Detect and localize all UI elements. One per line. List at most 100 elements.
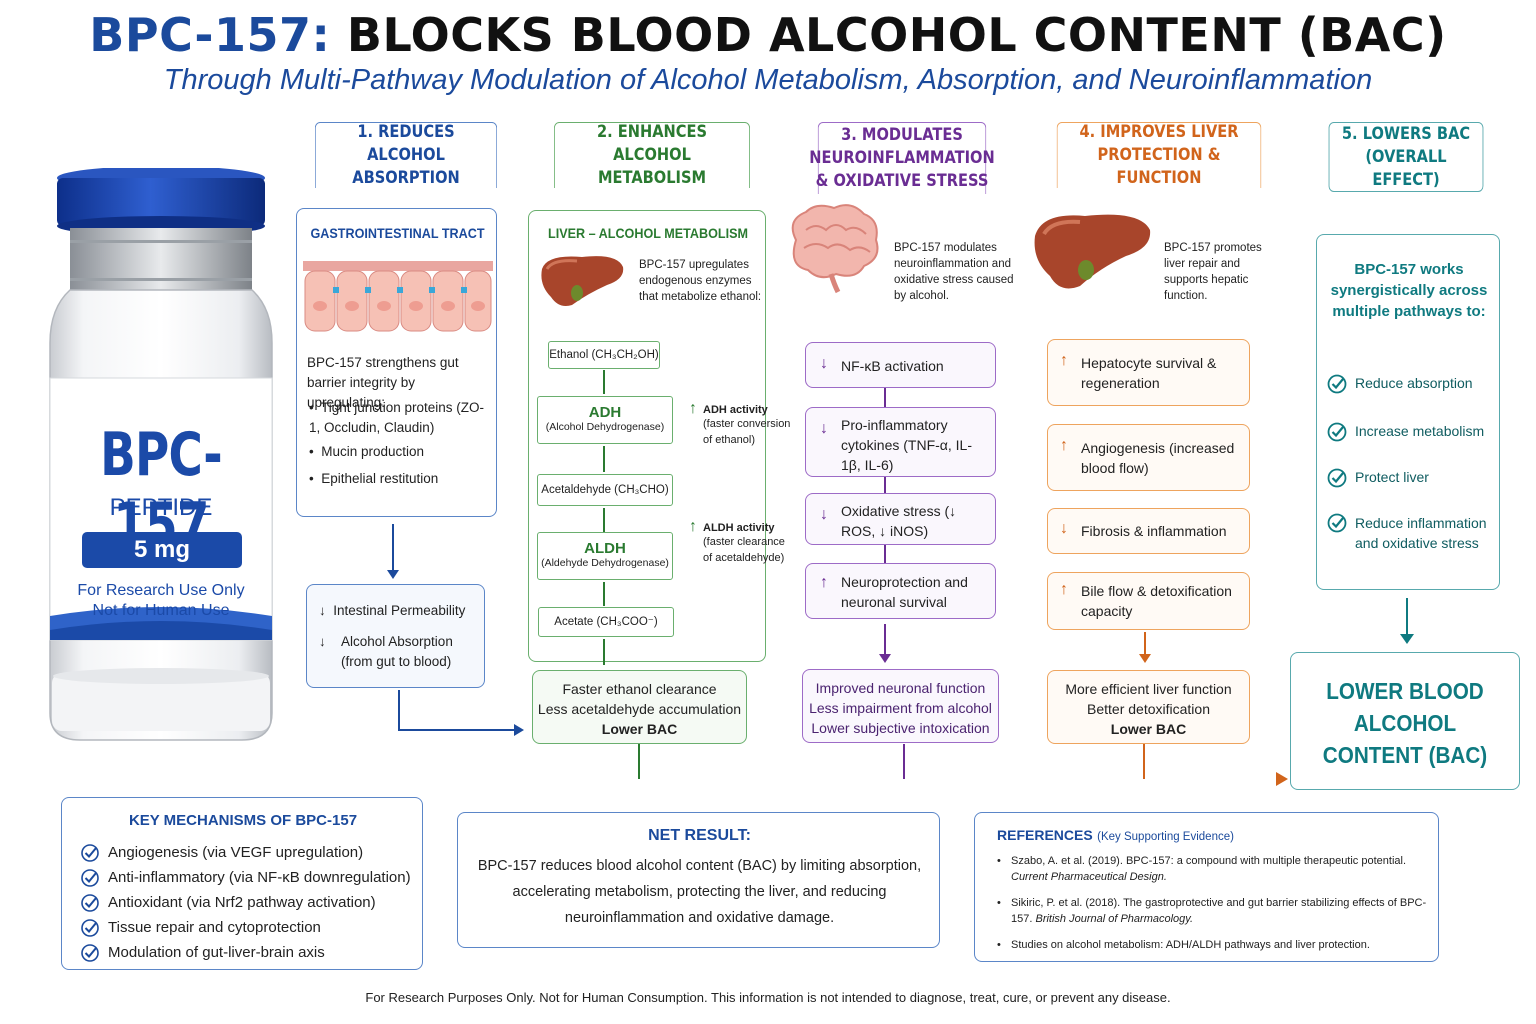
page-subtitle: Through Multi-Pathway Modulation of Alco…: [163, 64, 1373, 96]
col4-header: 4. IMPROVES LIVER PROTECTION & FUNCTION: [1056, 122, 1262, 188]
vial-line2: Not for Human Use: [92, 602, 230, 619]
adh-label: ADH: [588, 404, 622, 421]
footer-disclaimer: For Research Purposes Only. Not for Huma…: [365, 990, 1171, 1005]
liver-intro: BPC-157 upregulates endogenous enzymes t…: [639, 259, 762, 303]
net-result-box: NET RESULT: BPC-157 reduces blood alcoho…: [457, 812, 940, 948]
gi-bullet-1: • Tight junction proteins (ZO-1, Occludi…: [309, 400, 485, 435]
liver-item-3: ↓ Fibrosis & inflammation: [1047, 508, 1250, 554]
aldh-label: ALDH: [584, 540, 626, 557]
references-title: REFERENCES (Key Supporting Evidence): [997, 827, 1234, 843]
vial-dose: 5 mg: [82, 532, 242, 568]
key-item-1: Angiogenesis (via VEGF upregulation): [80, 840, 420, 865]
intestinal-villi-icon: [303, 261, 493, 332]
check-circle-icon: [81, 918, 99, 937]
check-circle-icon: [81, 893, 99, 912]
gi-tract-title: GASTROINTESTINAL TRACT: [310, 225, 485, 241]
overall-check-2: Increase metabolism: [1327, 421, 1497, 442]
arrow-2: [603, 446, 605, 472]
col5-header: 5. LOWERS BAC (OVERALL EFFECT): [1328, 122, 1484, 192]
liver-protection-icon: [1034, 214, 1151, 289]
gi-result-2: ↓Alcohol Absorption (from gut to blood): [319, 634, 453, 669]
vial-type: PEPTIDE: [109, 494, 213, 521]
liver-arrowhead: [1139, 654, 1151, 663]
col3-header: 3. MODULATES NEUROINFLAMMATION & OXIDATI…: [809, 122, 995, 194]
liver-item-2: ↑ Angiogenesis (increased blood flow): [1047, 424, 1250, 491]
key-item-2: Anti-inflammatory (via NF-κB downregulat…: [80, 865, 420, 890]
title-part2: BLOCKS BLOOD ALCOHOL CONTENT (BAC): [346, 8, 1447, 62]
final-bac-text: LOWER BLOOD ALCOHOL CONTENT (BAC): [1322, 678, 1488, 768]
col1-connector-head: [514, 724, 524, 736]
net-result-title: NET RESULT:: [648, 827, 751, 844]
liver-item-4: ↑ Bile flow & detoxification capacity: [1047, 572, 1250, 630]
title-part1: BPC-157:: [89, 8, 331, 62]
col1-header: 1. REDUCES ALCOHOL ABSORPTION: [314, 122, 498, 188]
arrow-5: [603, 639, 605, 665]
overall-check-1: Reduce absorption: [1327, 373, 1497, 394]
key-item-4: Tissue repair and cytoprotection: [80, 915, 420, 940]
vial-line1: For Research Use Only: [77, 582, 245, 599]
check-circle-icon: [81, 843, 99, 862]
net-result-text: BPC-157 reduces blood alcohol content (B…: [477, 858, 922, 926]
arrow-4: [603, 582, 605, 606]
adh-full: (Alcohol Dehydrogenase): [545, 421, 665, 433]
gi-tract-box: GASTROINTESTINAL TRACT BPC-157 strengthe…: [296, 208, 497, 517]
acetate-box: Acetate (CH₃COO⁻): [538, 607, 674, 637]
references-box: REFERENCES (Key Supporting Evidence) •Sz…: [974, 812, 1439, 962]
check-circle-icon: [1327, 513, 1347, 533]
final-bac-box: LOWER BLOOD ALCOHOL CONTENT (BAC): [1290, 652, 1520, 790]
liver-metabolism-title: LIVER – ALCOHOL METABOLISM: [548, 225, 748, 241]
gi-bullet-2: • Mucin production: [309, 444, 425, 459]
converging-arrows: [638, 744, 1288, 786]
metabolism-result-3: Lower BAC: [601, 721, 678, 737]
neuro-arrowhead: [879, 654, 891, 663]
brain-icon: [791, 204, 879, 294]
key-mechanisms-box: KEY MECHANISMS OF BPC-157 Angiogenesis (…: [61, 797, 423, 970]
key-mechanisms-title: KEY MECHANISMS OF BPC-157: [128, 812, 358, 829]
neuro-arrow-1: [884, 388, 886, 408]
neuro-item-2: ↓ Pro-inflammatory cytokines (TNF-α, IL-…: [805, 407, 996, 477]
col1-arrow: [392, 524, 394, 574]
aldh-full: (Aldehyde Dehydrogenase): [541, 557, 669, 569]
aldh-box: ALDH (Aldehyde Dehydrogenase): [537, 532, 673, 580]
ethanol-box: Ethanol (CH₃CH₂OH): [548, 341, 660, 369]
page-title: BPC-157: BLOCKS BLOOD ALCOHOL CONTENT (B…: [0, 8, 1536, 62]
adh-note: ADH activity (faster conversion of ethan…: [703, 404, 791, 446]
neuro-item-3: ↓ Oxidative stress (↓ ROS, ↓ iNOS): [805, 493, 996, 545]
overall-intro: BPC-157 works synergistically across mul…: [1330, 261, 1488, 320]
check-circle-icon: [81, 943, 99, 962]
check-circle-icon: [1327, 422, 1347, 442]
reference-2: •Sikiric, P. et al. (2018). The gastropr…: [997, 897, 1427, 925]
neuro-arrow-2: [884, 477, 886, 493]
aldh-up-arrow: ↑: [689, 518, 697, 535]
liver-result-box: More efficient liver function Better det…: [1047, 670, 1250, 744]
check-circle-icon: [81, 868, 99, 887]
overall-arrow: [1406, 598, 1408, 636]
neuro-arrow-4: [884, 624, 886, 658]
check-circle-icon: [1327, 374, 1347, 394]
neuro-item-1: ↓ NF-κB activation: [805, 342, 996, 388]
gi-result-1: ↓ Intestinal Permeability: [319, 603, 466, 618]
neuro-result-box: Improved neuronal function Less impairme…: [802, 669, 999, 743]
col1-connector-h: [398, 729, 516, 731]
adh-up-arrow: ↑: [689, 400, 697, 417]
aldh-note: ALDH activity (faster clearance of aceta…: [703, 522, 785, 564]
overall-effect-box: BPC-157 works synergistically across mul…: [1316, 234, 1500, 590]
acetaldehyde-box: Acetaldehyde (CH₃CHO): [537, 474, 673, 506]
col1-arrowhead: [387, 570, 399, 579]
gi-bullet-3: • Epithelial restitution: [309, 471, 439, 486]
check-circle-icon: [1327, 468, 1347, 488]
col1-connector: [398, 690, 400, 730]
arrow-1: [603, 370, 605, 394]
neuro-arrow-3: [884, 545, 886, 563]
key-item-3: Antioxidant (via Nrf2 pathway activation…: [80, 890, 420, 915]
gi-result-box: ↓ Intestinal Permeability ↓Alcohol Absor…: [306, 584, 485, 688]
vial-illustration: BPC-157 PEPTIDE 5 mg For Research Use On…: [30, 166, 292, 748]
liver-arrow: [1144, 632, 1146, 658]
reference-1: •Szabo, A. et al. (2019). BPC-157: a com…: [997, 855, 1407, 883]
liver-icon: [541, 256, 624, 306]
adh-box: ADH (Alcohol Dehydrogenase): [537, 396, 673, 444]
col2-header: 2. ENHANCES ALCOHOL METABOLISM: [553, 122, 751, 188]
liver-item-1: ↑ Hepatocyte survival & regeneration: [1047, 339, 1250, 406]
neuro-item-4: ↑ Neuroprotection and neuronal survival: [805, 563, 996, 619]
metabolism-result-2: Less acetaldehyde accumulation: [537, 701, 742, 717]
